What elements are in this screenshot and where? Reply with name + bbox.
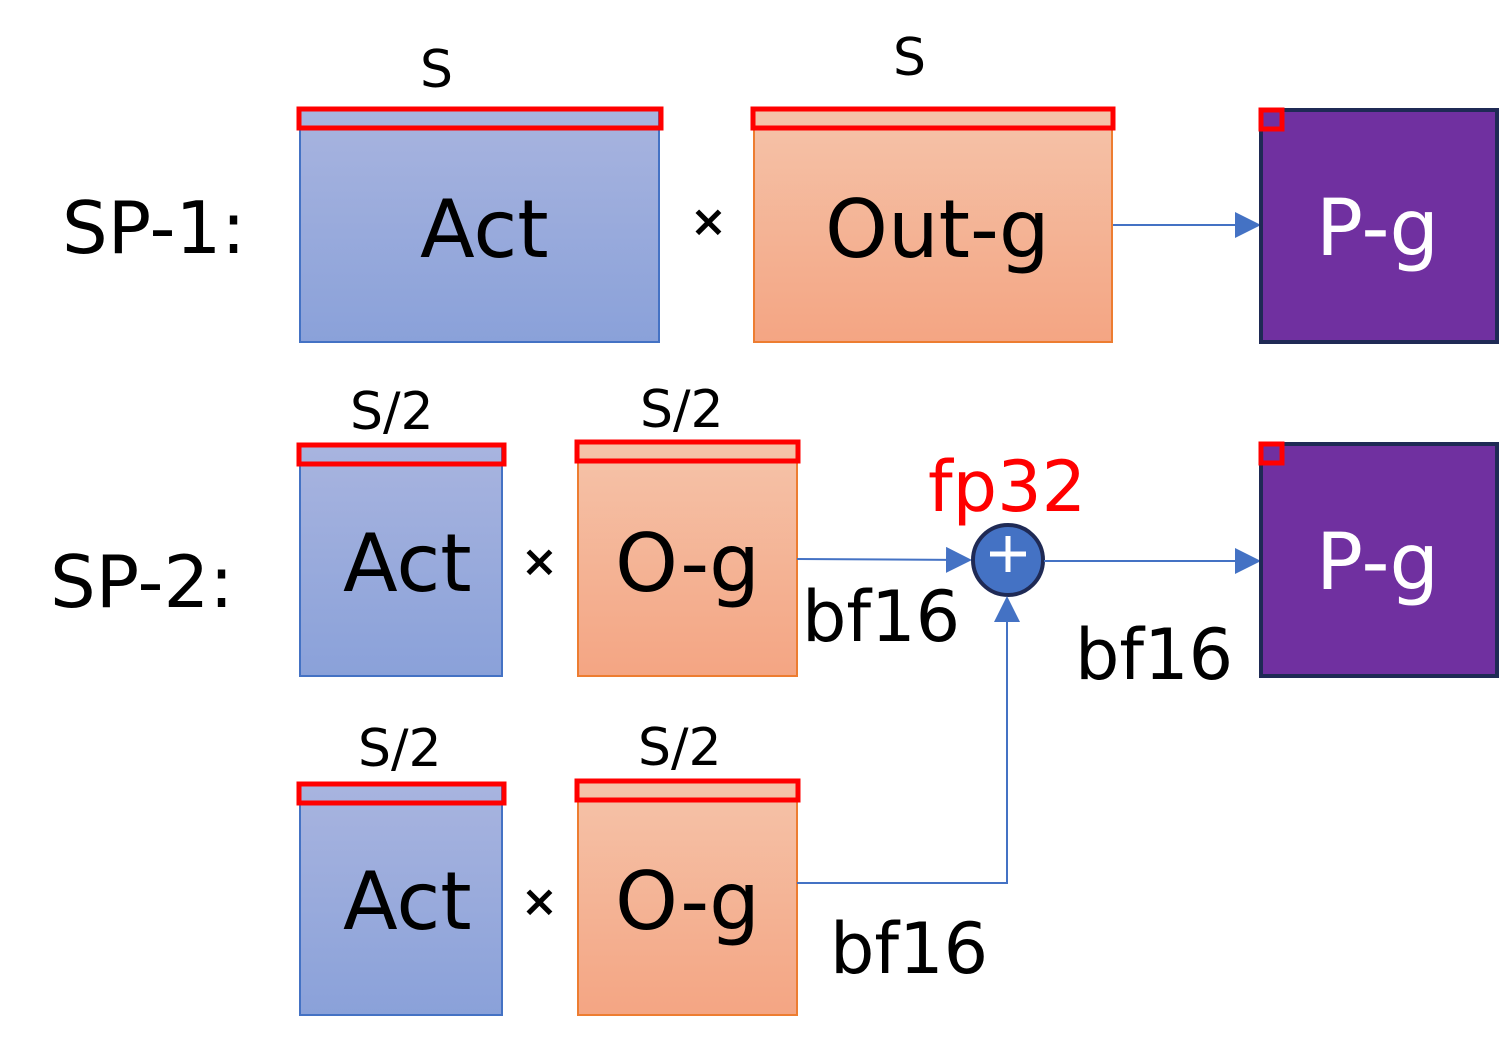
sp2-bottom-act-dim-label: S/2 [358, 719, 442, 779]
sp2-pg-highlight-cell [1258, 441, 1285, 466]
sp2-pg-label: P-g [1316, 518, 1439, 608]
sp2-top-multiply-sign: × [521, 536, 558, 587]
sp1-row-label: SP-1: [62, 186, 246, 270]
sp1-act-dim-label: S [420, 40, 454, 100]
sp1-pg-label: P-g [1316, 184, 1439, 274]
sp2-top-act-dim-label: S/2 [350, 382, 434, 442]
sp2-bottom-arrow-to-sum [797, 596, 1020, 884]
sp2-bottom-act-highlight-row [296, 781, 507, 806]
sp1-act-matrix [299, 109, 660, 343]
sp1-out-dim-label: S [893, 28, 927, 88]
sp2-bottom-og-label: O-g [615, 855, 760, 948]
sp2-top-act-highlight-row [296, 442, 507, 467]
sp2-top-arrow-to-sum [796, 546, 972, 573]
sp1-out-highlight-row [750, 106, 1116, 131]
sp2-top-og-dim-label: S/2 [640, 380, 724, 440]
sp2-bottom-multiply-sign: × [521, 876, 558, 927]
sp2-top-act-label: Act [343, 517, 472, 610]
sp1-out-matrix [753, 109, 1113, 343]
sp2-top-og-label: O-g [615, 517, 760, 610]
sp1-act-label: Act [420, 183, 549, 276]
sp1-out-label: Out-g [825, 183, 1050, 276]
sum-output-dtype: bf16 [1075, 614, 1234, 696]
sp2-top-edge-dtype: bf16 [802, 576, 961, 658]
sp2-bottom-og-dim-label: S/2 [638, 718, 722, 778]
sp2-top-og-matrix [577, 442, 798, 677]
sp1-pg-matrix [1259, 108, 1499, 344]
sp2-bottom-og-highlight-row [574, 778, 801, 803]
sp1-act-highlight-row [296, 106, 664, 131]
sp1-pg-highlight-cell [1258, 107, 1285, 132]
sp2-bottom-og-matrix [577, 781, 798, 1016]
sp2-row-label: SP-2: [50, 540, 234, 624]
sp2-bottom-edge-dtype: bf16 [830, 908, 989, 990]
sp2-pg-matrix [1259, 442, 1499, 678]
sum-precision-label: fp32 [928, 446, 1087, 528]
sp2-bottom-act-label: Act [343, 855, 472, 948]
sp2-bottom-act-matrix [299, 784, 503, 1016]
sp1-multiply-sign: × [690, 196, 727, 247]
sp2-top-og-highlight-row [574, 439, 801, 464]
